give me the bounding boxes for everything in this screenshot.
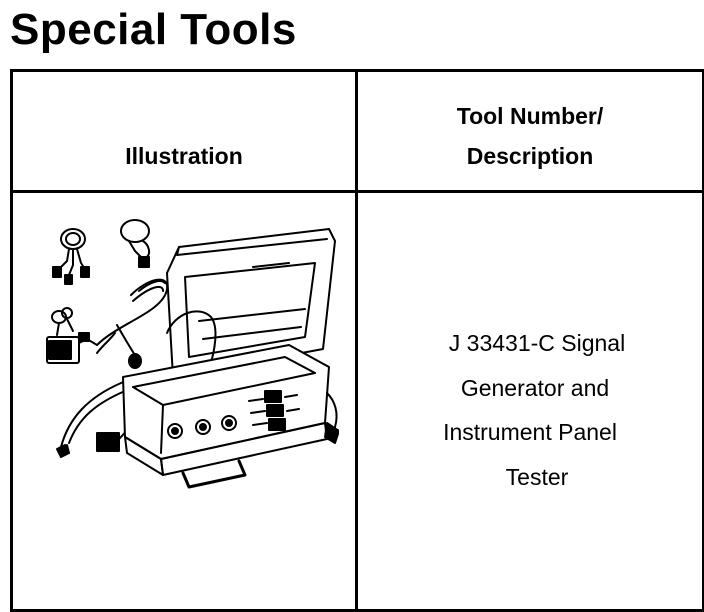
signal-generator-tester-kit-illustration-icon [46, 219, 339, 489]
column-header-illustration: Illustration [10, 69, 358, 193]
table-row: J 33431-C Signal Generator and Instrumen… [10, 190, 704, 612]
tool-description-line: J 33431-C Signal [448, 330, 626, 356]
illustration-cell [10, 190, 358, 612]
tester-case-base-icon [122, 344, 330, 489]
column-header-tool-number-label: Tool Number/ [456, 103, 604, 129]
side-cable-icon [326, 392, 338, 440]
coiled-lead-icon [52, 228, 90, 285]
table-header: Illustration Tool Number/ Description [10, 69, 704, 193]
tool-description-line: Instrument Panel [443, 419, 617, 445]
case-lead-icon [166, 310, 217, 370]
side-connector-icon [324, 422, 339, 444]
tool-description-line: Generator and [460, 374, 610, 401]
tool-description-line: Tester [505, 463, 569, 490]
harness-cable-icon [96, 278, 169, 369]
adapter-connector-icon [46, 307, 98, 364]
coiled-lead-icon [120, 219, 151, 268]
special-tools-table: Illustration Tool Number/ Description [10, 69, 704, 612]
tool-description: J 33431-C Signal Generator and Instrumen… [358, 321, 702, 499]
tool-description-cell: J 33431-C Signal Generator and Instrumen… [355, 190, 704, 612]
table-header-row: Illustration Tool Number/ Description [10, 69, 704, 193]
page-title: Special Tools [10, 5, 297, 54]
column-header-description-label: Description [466, 143, 594, 169]
column-header-tool-description: Tool Number/ Description [355, 69, 704, 193]
